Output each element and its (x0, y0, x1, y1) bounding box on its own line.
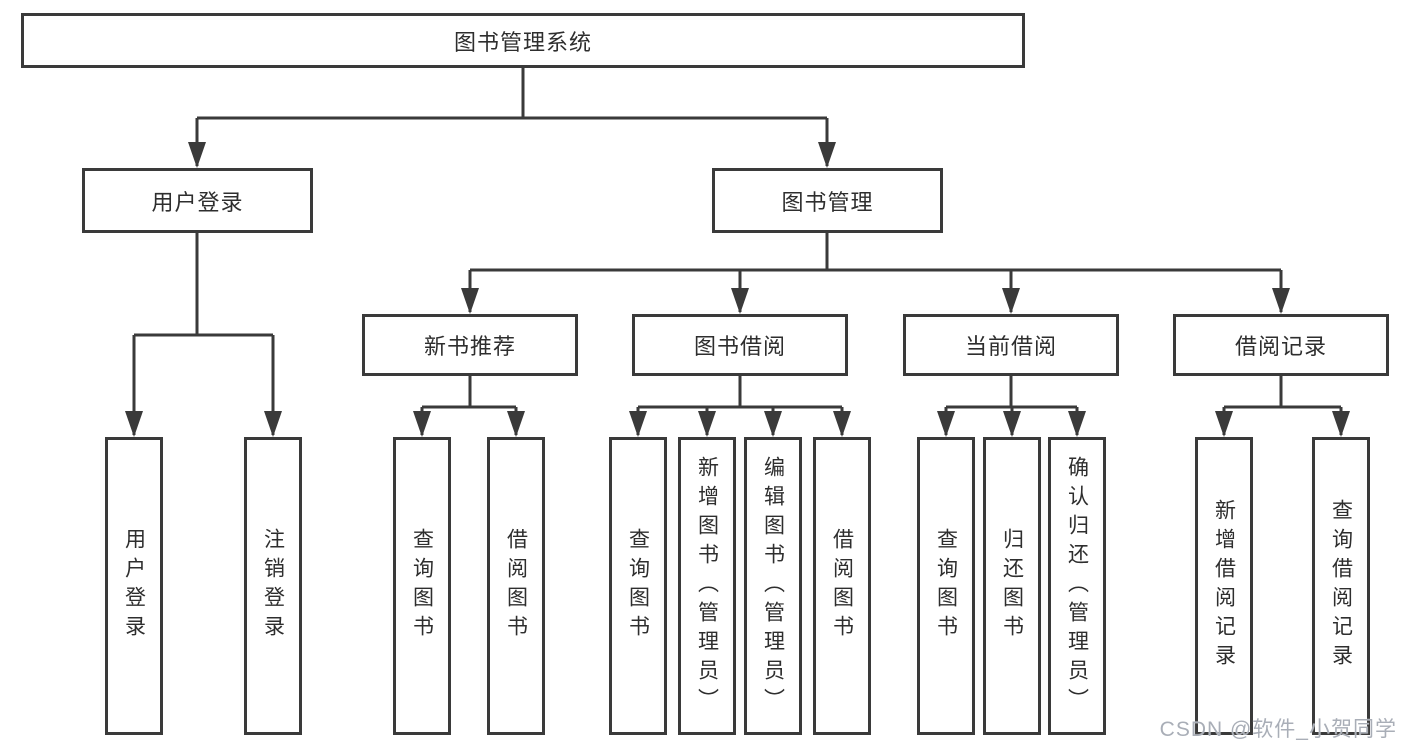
leaf-edit-book-admin: 编辑图书（管理员） (744, 437, 802, 735)
node-system-root: 图书管理系统 (21, 13, 1025, 68)
node-borrow-record: 借阅记录 (1173, 314, 1389, 376)
leaf-query-borrow-record: 查询借阅记录 (1312, 437, 1370, 735)
leaf-borrow-book: 借阅图书 (813, 437, 871, 735)
leaf-query-book-current: 查询图书 (917, 437, 975, 735)
leaf-user-login: 用户登录 (105, 437, 163, 735)
node-label: 用户登录 (151, 189, 244, 215)
arrowheads (125, 142, 1350, 437)
node-label: 归还图书 (1000, 528, 1024, 644)
leaf-return-book: 归还图书 (983, 437, 1041, 735)
leaf-confirm-return-admin: 确认归还（管理员） (1048, 437, 1106, 735)
node-label: 新书推荐 (423, 334, 516, 359)
node-label: 新增借阅记录 (1212, 499, 1236, 673)
node-label: 借阅图书 (830, 528, 854, 644)
node-label: 注销登录 (261, 528, 285, 644)
node-label: 借阅图书 (504, 528, 528, 644)
node-label: 确认归还（管理员） (1065, 455, 1089, 717)
leaf-add-book-admin: 新增图书（管理员） (678, 437, 736, 735)
leaf-logout: 注销登录 (244, 437, 302, 735)
leaf-query-book-recommend: 查询图书 (393, 437, 451, 735)
node-current-borrow: 当前借阅 (903, 314, 1119, 376)
node-label: 图书管理系统 (453, 29, 592, 55)
leaf-add-borrow-record: 新增借阅记录 (1195, 437, 1253, 735)
node-label: 查询借阅记录 (1329, 499, 1353, 673)
node-label: 图书借阅 (693, 334, 786, 359)
node-label: 查询图书 (626, 528, 650, 644)
node-book-management: 图书管理 (712, 168, 943, 233)
node-label: 当前借阅 (964, 334, 1057, 359)
node-label: 查询图书 (410, 528, 434, 644)
node-label: 新增图书（管理员） (695, 455, 719, 717)
leaf-query-book-borrow: 查询图书 (609, 437, 667, 735)
node-user-login: 用户登录 (82, 168, 313, 233)
node-label: 编辑图书（管理员） (761, 455, 785, 717)
node-label: 借阅记录 (1234, 334, 1327, 359)
node-book-borrow: 图书借阅 (632, 314, 848, 376)
csdn-watermark: CSDN @软件_小贺同学 (1159, 718, 1397, 741)
node-label: 查询图书 (934, 528, 958, 644)
node-new-book-recommend: 新书推荐 (362, 314, 578, 376)
leaf-borrow-book-recommend: 借阅图书 (487, 437, 545, 735)
node-label: 图书管理 (781, 189, 874, 215)
node-label: 用户登录 (122, 528, 146, 644)
